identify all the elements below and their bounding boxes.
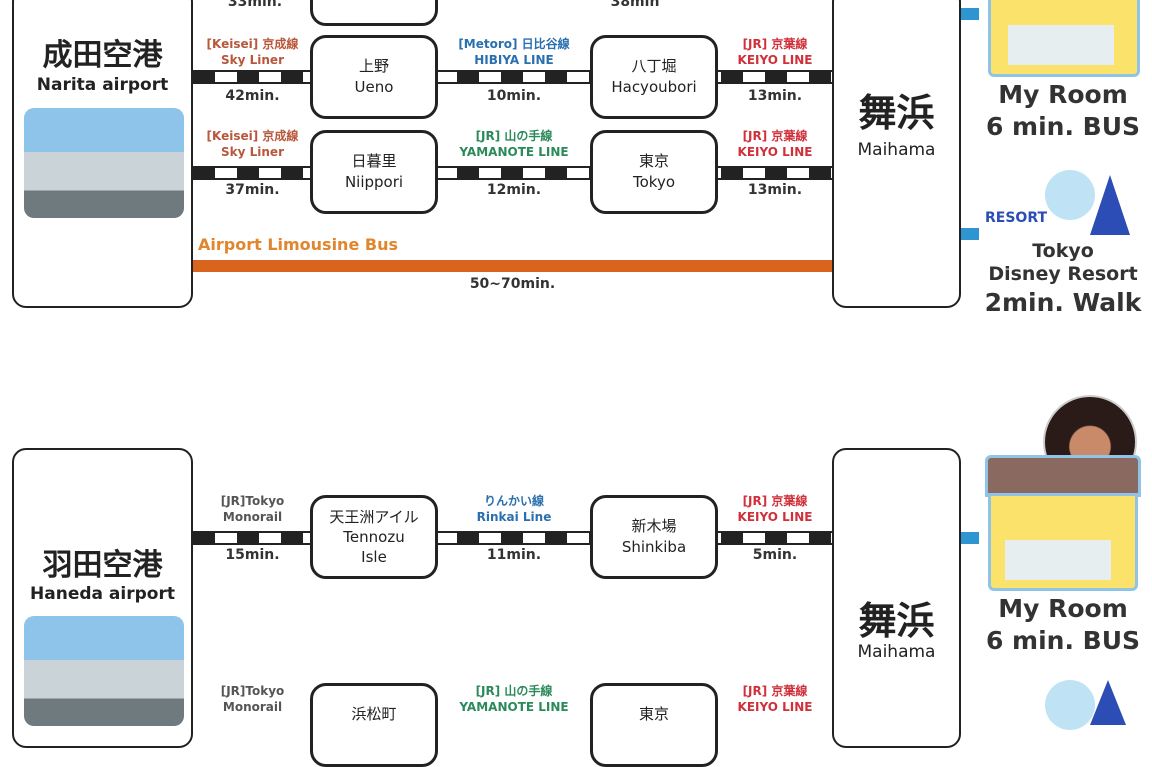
maihama-jp: 舞浜 (858, 91, 935, 135)
connector (961, 228, 979, 240)
disney-resort-logo: RESORT (985, 170, 1140, 235)
rail-track (193, 531, 832, 545)
maihama-jp: 舞浜 (858, 599, 935, 643)
narita-jp: 成田空港 (42, 38, 163, 73)
maihama-en: Maihama (857, 140, 936, 160)
maihama-box-top: 舞浜 Maihama (832, 0, 961, 308)
maihama-en: Maihama (857, 642, 936, 662)
narita-photo (24, 108, 184, 218)
tdr-label-2: Disney Resort (988, 263, 1138, 285)
rail-track (193, 70, 832, 84)
station-partial (310, 0, 438, 26)
rail-track (193, 166, 832, 180)
my-room-label: My Room (998, 594, 1128, 623)
disney-resort-logo (1045, 680, 1145, 730)
haneda-photo (24, 616, 184, 726)
my-room-bus: 6 min. BUS (985, 626, 1141, 655)
time-label: 10min. (486, 88, 542, 104)
time-label: 5min. (752, 547, 798, 563)
tdr-label-1: Tokyo (1032, 240, 1094, 262)
bus-time: 50~70min. (469, 276, 556, 292)
time-label: 13min. (747, 88, 803, 104)
haneda-en: Haneda airport (30, 584, 175, 604)
maihama-box-bottom: 舞浜 Maihama (832, 448, 961, 748)
connector (961, 532, 979, 544)
time-label: 42min. (225, 88, 280, 104)
my-room-house-icon (988, 0, 1140, 77)
time-label: 13min. (747, 182, 803, 198)
time-label: 15min. (225, 547, 280, 563)
connector (961, 8, 979, 20)
time-label: 38min (610, 0, 660, 10)
time-label: 33min. (227, 0, 283, 10)
station-hamamatsucho[interactable]: 浜松町 (310, 683, 438, 767)
bus-label: Airport Limousine Bus (198, 235, 398, 254)
my-room-label: My Room (998, 80, 1128, 109)
narita-airport-box: 成田空港 Narita airport (12, 0, 193, 308)
my-room-house-icon (985, 455, 1141, 591)
time-label: 37min. (225, 182, 280, 198)
station-tokyo[interactable]: 東京 (590, 683, 718, 767)
haneda-airport-box: 羽田空港 Haneda airport (12, 448, 193, 748)
bus-line (193, 260, 832, 272)
tdr-walk: 2min. Walk (984, 288, 1142, 317)
time-label: 11min. (486, 547, 542, 563)
haneda-jp: 羽田空港 (42, 548, 163, 583)
narita-en: Narita airport (36, 75, 169, 95)
my-room-bus: 6 min. BUS (985, 112, 1141, 141)
time-label: 12min. (486, 182, 542, 198)
